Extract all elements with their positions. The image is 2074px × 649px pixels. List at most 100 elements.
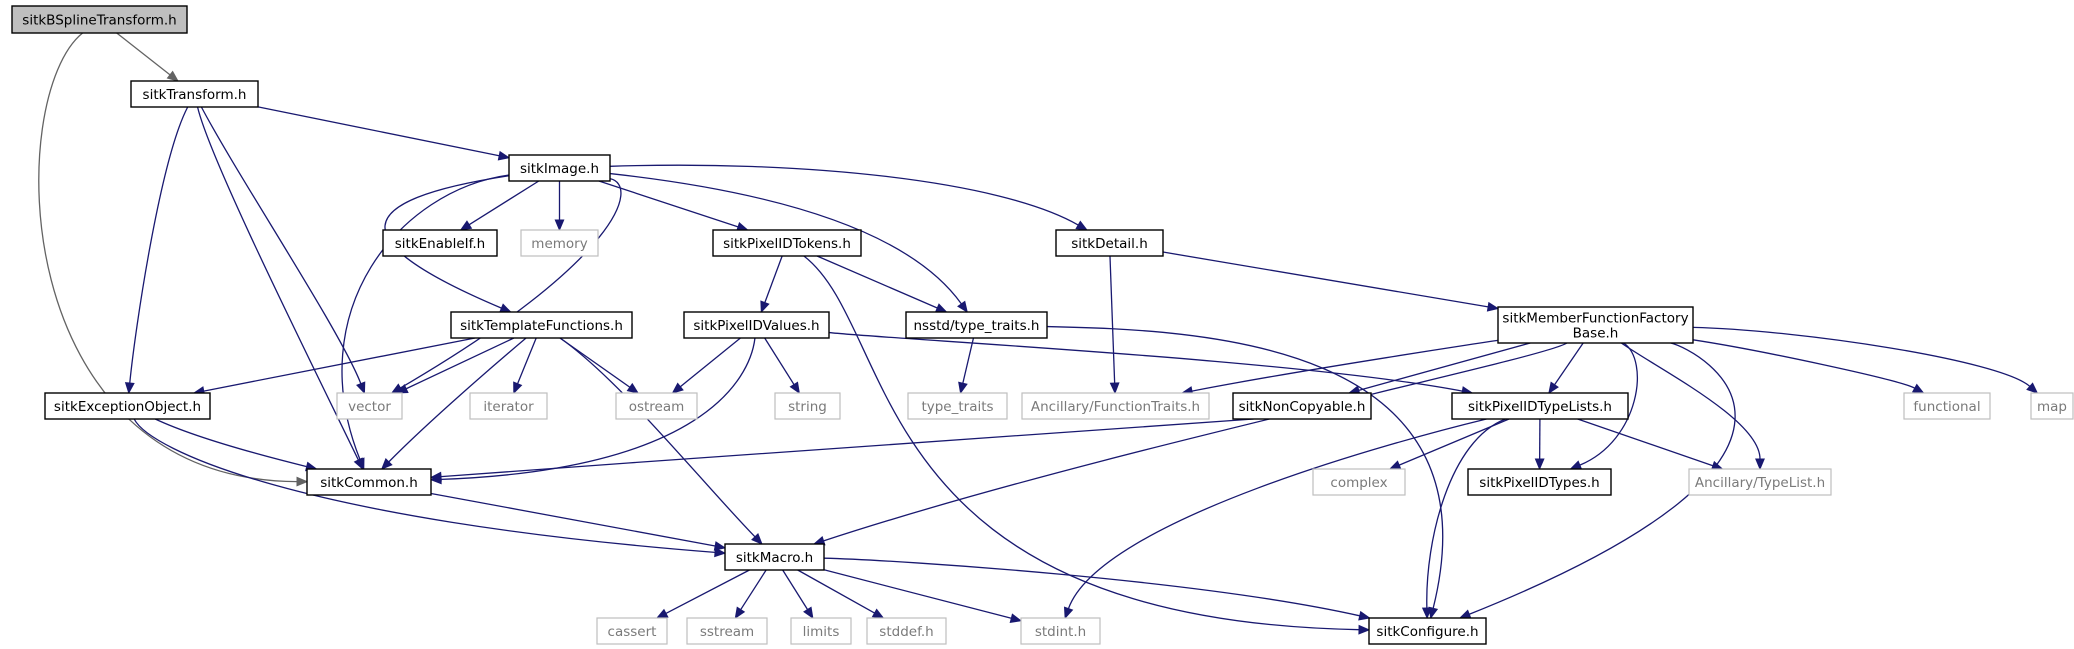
node-label: sitkPixelIDTypes.h [1479,475,1599,491]
node-bspline: sitkBSplineTransform.h [11,5,188,34]
edge-templatefunctions-to-vector [395,337,515,394]
arrowhead [1534,458,1545,471]
node-ostream: ostream [615,392,698,420]
arrowhead [871,608,885,619]
edge-pixelidtokens-to-pixelidvalues [760,255,783,314]
node-detail[interactable]: sitkDetail.h [1055,229,1164,257]
edge-line [203,337,476,392]
edge-line [598,180,739,228]
node-label: sitkImage.h [520,161,599,177]
node-label: sitkPixelIDTypeLists.h [1468,399,1612,415]
edge-line [400,178,622,389]
node-label: complex [1330,475,1387,491]
edge-mffb-to-pixelidtypelists [1548,342,1584,395]
edge-transform-to-image [257,106,511,161]
node-label: memory [531,236,587,252]
node-box [11,5,188,34]
node-box [1021,392,1210,420]
edge-mffb-to-map [1692,326,2039,394]
edge-line [609,172,962,305]
edge-line [1046,325,1444,609]
node-pixelidtokens[interactable]: sitkPixelIDTokens.h [712,229,862,257]
edge-pixelidtypelists-to-configure [1421,418,1506,620]
node-stdint: stdint.h [1020,617,1101,645]
edge-macro-to-cassert [655,569,750,619]
node-label: stddef.h [879,624,933,640]
edge-line [823,557,1360,617]
node-label: sitkExceptionObject.h [54,399,201,415]
node-label: sitkMacro.h [736,550,813,566]
edge-templatefunctions-to-common [380,337,527,470]
node-macro[interactable]: sitkMacro.h [724,543,825,571]
node-image[interactable]: sitkImage.h [508,154,611,182]
edge-image-to-memory [554,181,565,232]
node-pixelidvalues[interactable]: sitkPixelIDValues.h [683,311,830,339]
arrowhead [459,220,473,231]
node-functional: functional [1903,392,1991,420]
edge-mffb-to-typelist [1620,342,1765,471]
node-label: sitkMemberFunctionFactory [1502,310,1688,326]
node-configure[interactable]: sitkConfigure.h [1368,617,1487,645]
edge-line [388,337,527,463]
node-box [683,311,830,339]
edge-pixelidtypelists-to-stdint [1063,418,1487,620]
arrowhead [124,382,135,395]
edge-line [1469,342,1736,615]
node-transform[interactable]: sitkTransform.h [130,80,259,108]
arrowhead [429,471,442,482]
edge-line [803,255,1360,631]
edge-exceptionobject-to-macro [133,418,727,558]
node-label: iterator [483,399,534,415]
arrowhead [499,303,512,313]
node-complex: complex [1312,468,1406,496]
node-nsstd_type_traits[interactable]: nsstd/type_traits.h [905,311,1048,339]
node-box [1020,617,1101,645]
edge-line [129,106,189,384]
edge-image-to-detail [609,164,1089,231]
edge-line [1577,418,1714,467]
edge-line [1358,342,1531,391]
node-pixelidtypes[interactable]: sitkPixelIDTypes.h [1467,468,1612,496]
edge-line [1067,418,1487,609]
edge-line [823,569,1012,619]
node-templatefunctions[interactable]: sitkTemplateFunctions.h [450,311,633,339]
edge-line [1426,418,1506,609]
edge-line [1109,255,1116,384]
edge-bspline-to-common [38,32,309,487]
arrowhead [958,381,968,395]
node-common[interactable]: sitkCommon.h [306,468,432,496]
edge-macro-to-limits [782,569,814,620]
arrowhead [1063,606,1074,620]
node-exceptionobject[interactable]: sitkExceptionObject.h [44,392,211,420]
node-box [596,617,668,645]
node-noncopyable[interactable]: sitkNonCopyable.h [1232,392,1372,420]
arrowhead [355,457,365,471]
node-enableif[interactable]: sitkEnableIf.h [382,229,498,257]
node-box [790,617,852,645]
node-box [336,392,403,420]
arrowhead [2026,382,2039,394]
node-box [774,392,841,420]
edge-line [154,418,307,468]
edge-line [1579,342,1638,466]
node-pixelidtypelists[interactable]: sitkPixelIDTypeLists.h [1451,392,1629,420]
node-box [130,80,259,108]
node-label: Base.h [1573,325,1619,341]
edge-line [38,32,298,483]
edge-line [468,180,540,226]
edge-image-to-pixelidtokens [598,180,749,232]
edge-templatefunctions-to-macro [559,337,763,545]
arrowhead [1755,458,1765,471]
arrowhead [957,300,968,314]
edge-pixelidvalues-to-ostream [671,337,741,394]
node-label: sitkEnableIf.h [395,236,485,252]
node-type_traits: type_traits [907,392,1008,420]
node-label: functional [1913,399,1980,415]
edge-pixelidtypelists-to-typelist [1577,418,1724,471]
node-iterator: iterator [469,392,548,420]
edge-macro-to-configure [823,557,1371,621]
edge-pixelidtokens-to-nsstd_type_traits [816,255,948,313]
arrowhead [751,533,763,545]
